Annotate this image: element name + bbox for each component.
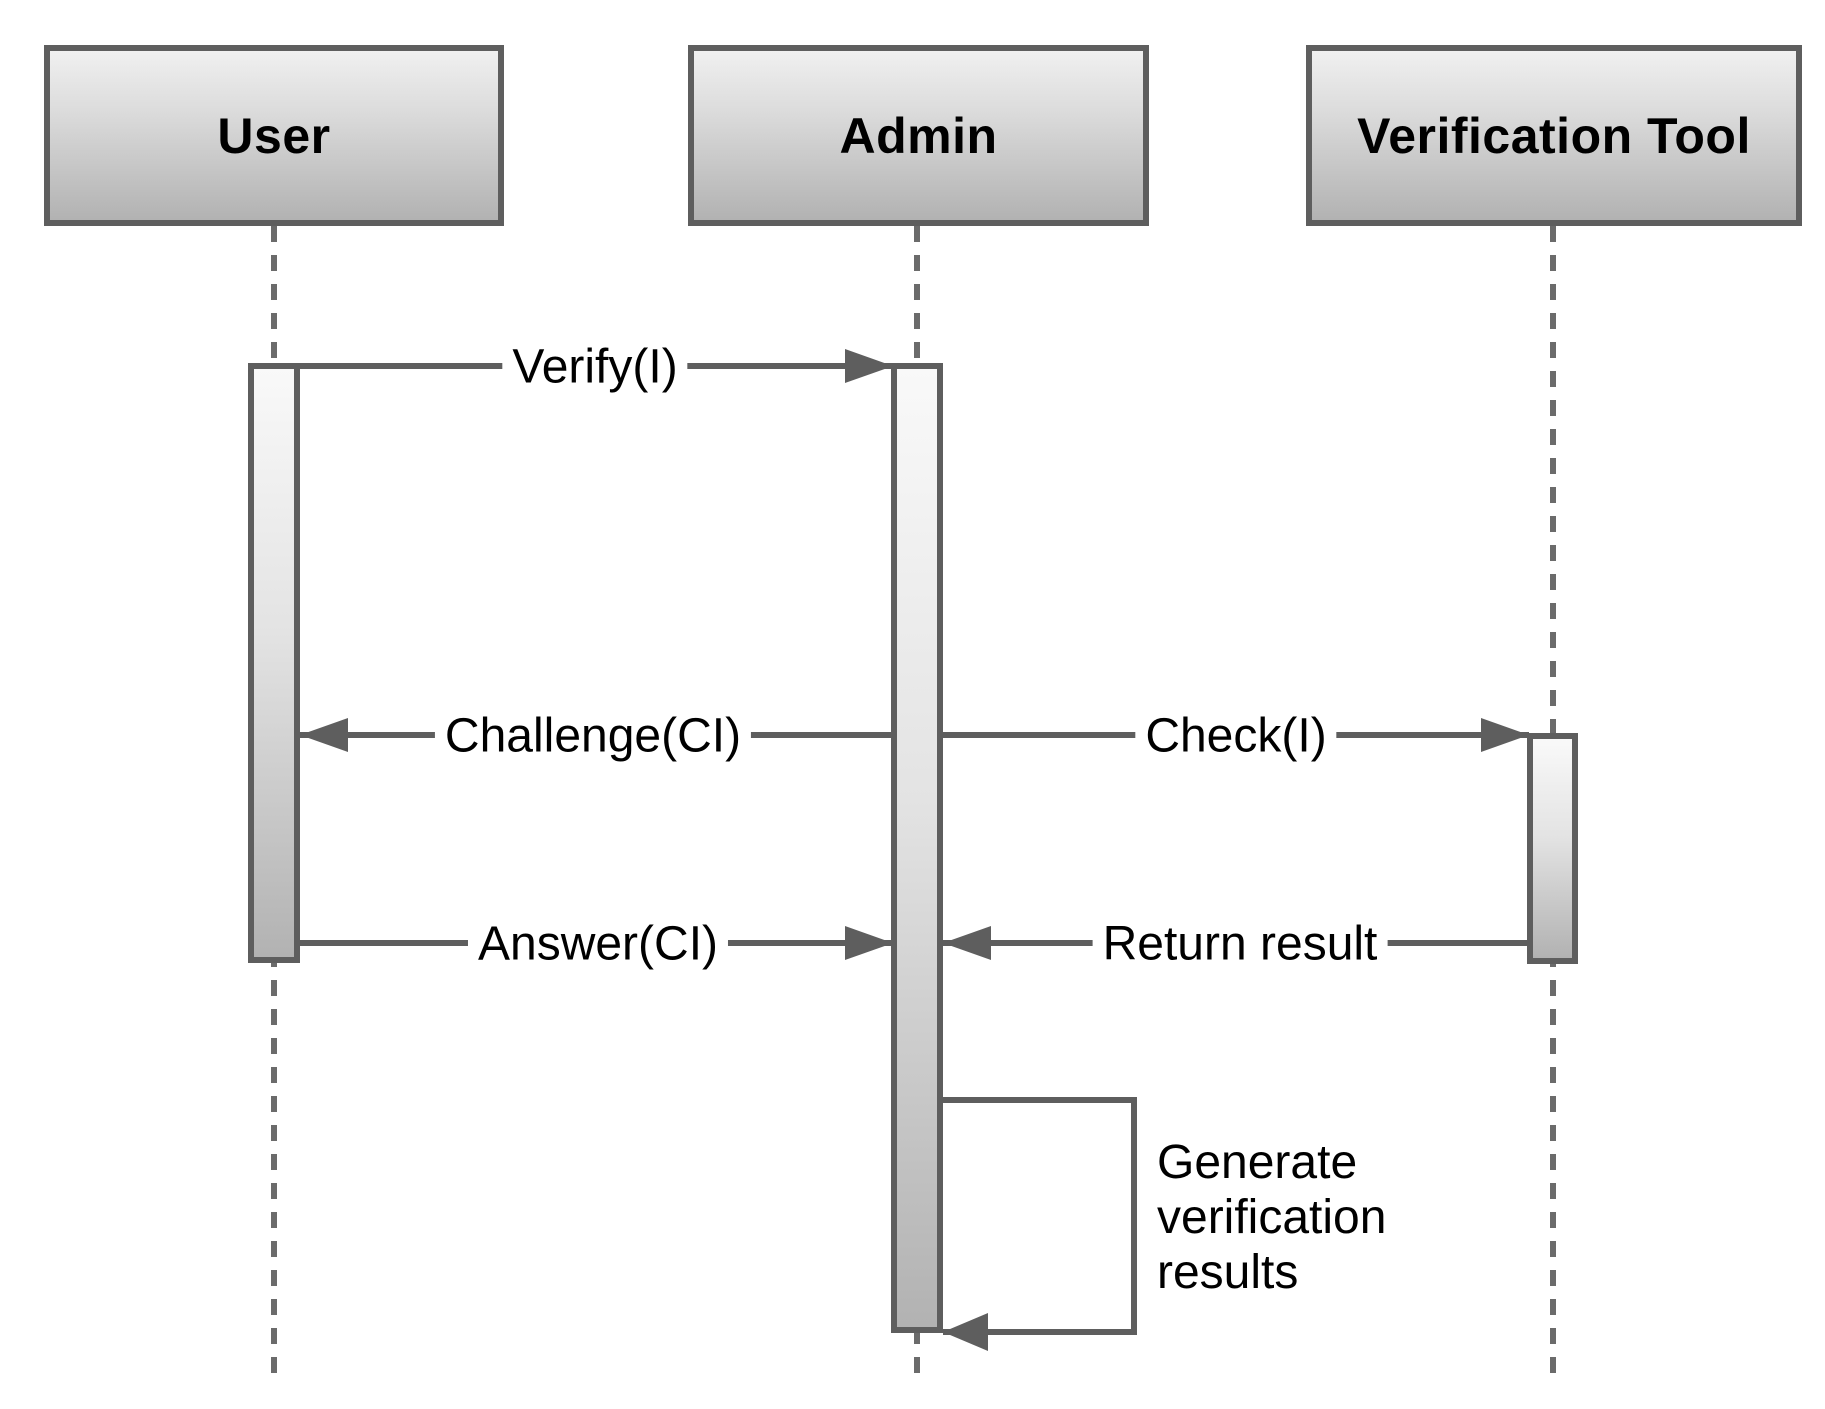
message-label-challenge: Challenge(CI) <box>434 710 752 764</box>
actor-label-verification-tool: Verification Tool <box>1357 107 1751 164</box>
self-message-top-line <box>943 1097 1137 1103</box>
arrowhead-right-answer-icon <box>845 926 893 960</box>
activation-bar-admin <box>891 363 943 1333</box>
self-message-bottom-line <box>943 1329 1137 1335</box>
actor-box-admin: Admin <box>688 45 1149 226</box>
arrowhead-left-return-result-icon <box>943 926 991 960</box>
actor-box-verification-tool: Verification Tool <box>1306 45 1802 226</box>
actor-label-admin: Admin <box>839 107 998 164</box>
arrowhead-right-check-icon <box>1481 718 1529 752</box>
arrowhead-left-self-message-icon <box>943 1313 988 1351</box>
activation-bar-user <box>248 363 300 963</box>
arrowhead-left-challenge-icon <box>300 718 348 752</box>
actor-label-user: User <box>217 107 331 164</box>
message-label-answer: Answer(CI) <box>467 918 729 972</box>
self-message-right-line <box>1131 1097 1137 1335</box>
message-label-generate-results: Generate verification results <box>1157 1136 1387 1299</box>
message-label-check: Check(I) <box>1135 710 1337 764</box>
arrowhead-right-verify-icon <box>845 349 893 383</box>
actor-box-user: User <box>44 45 504 226</box>
activation-bar-verification-tool <box>1527 733 1578 964</box>
message-label-verify: Verify(I) <box>502 341 688 395</box>
message-label-return-result: Return result <box>1092 918 1388 972</box>
